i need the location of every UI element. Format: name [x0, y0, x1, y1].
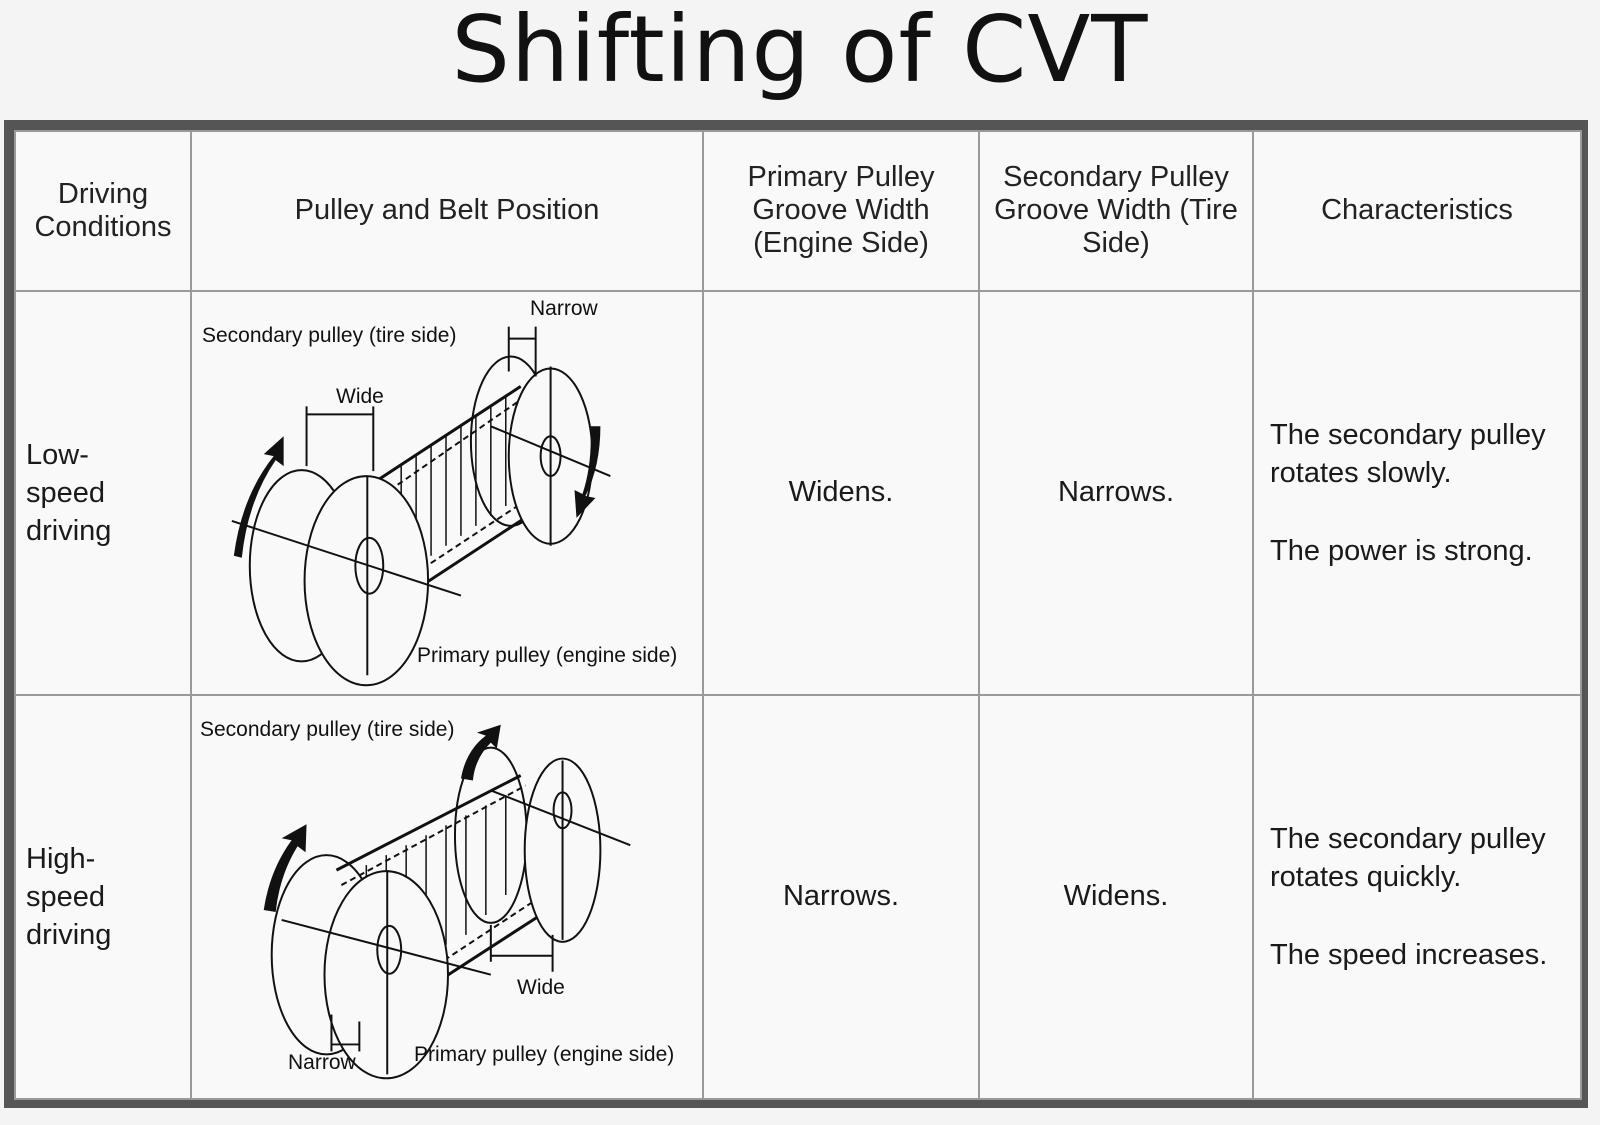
secondary-groove-high: Widens. [978, 693, 1254, 1101]
label-secondary-pulley: Secondary pulley (tire side) [200, 717, 455, 741]
table-row: High- speed driving [14, 693, 1582, 1101]
characteristic-text: The power is strong. [1270, 534, 1533, 567]
characteristics-high: The secondary pulley rotates quickly. Th… [1252, 693, 1582, 1101]
header-row: Driving Conditions Pulley and Belt Posit… [14, 130, 1582, 292]
pulley-belt-diagram-high [263, 724, 631, 1080]
secondary-groove-low: Narrows. [978, 289, 1254, 696]
header-secondary-groove: Secondary Pulley Groove Width (Tire Side… [978, 130, 1254, 292]
diagram-high-speed: Secondary pulley (tire side) Wide Narrow… [190, 693, 704, 1101]
label-primary-pulley: Primary pulley (engine side) [417, 643, 678, 667]
page-title: Shifting of CVT [451, 0, 1149, 103]
header-characteristics: Characteristics [1252, 130, 1582, 292]
diagram-low-speed: Secondary pulley (tire side) Narrow Wide… [190, 289, 704, 696]
condition-low-speed: Low- speed driving [14, 289, 192, 696]
header-pulley-belt-position: Pulley and Belt Position [190, 130, 704, 292]
primary-groove-low: Widens. [702, 289, 980, 696]
condition-high-speed: High- speed driving [14, 693, 192, 1101]
characteristic-text: The speed increases. [1270, 938, 1548, 971]
header-primary-groove: Primary Pulley Groove Width (Engine Side… [702, 130, 980, 292]
table-row: Low- speed driving [14, 289, 1582, 696]
cvt-shift-table: Driving Conditions Pulley and Belt Posit… [14, 130, 1582, 1101]
label-narrow: Narrow [288, 1050, 356, 1074]
label-secondary-pulley: Secondary pulley (tire side) [202, 323, 457, 347]
table-frame: Driving Conditions Pulley and Belt Posit… [4, 120, 1588, 1108]
characteristics-low: The secondary pulley rotates slowly. The… [1252, 289, 1582, 696]
characteristic-text: The secondary pulley rotates quickly. [1270, 822, 1546, 893]
label-wide: Wide [517, 975, 565, 999]
label-primary-pulley: Primary pulley (engine side) [414, 1042, 675, 1066]
label-wide: Wide [336, 384, 384, 408]
primary-groove-high: Narrows. [702, 693, 980, 1101]
pulley-belt-diagram-low [231, 326, 611, 687]
characteristic-text: The secondary pulley rotates slowly. [1270, 418, 1546, 489]
label-narrow: Narrow [530, 296, 598, 320]
header-driving-conditions: Driving Conditions [14, 130, 192, 292]
